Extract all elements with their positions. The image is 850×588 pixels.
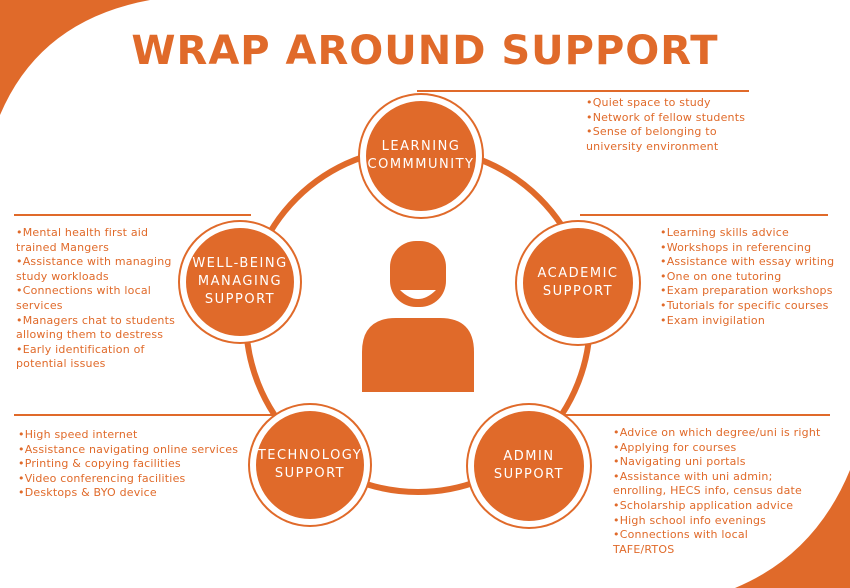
node-label: SUPPORT (542, 284, 614, 299)
list-item: •Video conferencing facilities (18, 471, 186, 485)
node-label: SUPPORT (274, 466, 346, 481)
list-academic-support: •Learning skills advice •Workshops in re… (660, 226, 834, 328)
list-item: •Connections with local (613, 528, 749, 542)
node-academic-support: ACADEMIC SUPPORT (517, 222, 639, 344)
list-item: •Desktops & BYO device (18, 486, 157, 500)
list-item: •Exam preparation workshops (660, 284, 833, 298)
list-wellbeing-support: •Mental health first aid trained Mangers… (16, 226, 175, 372)
list-admin-support: •Advice on which degree/uni is right •Ap… (613, 426, 821, 557)
node-label: ACADEMIC (537, 266, 619, 281)
list-item: •One on one tutoring (660, 269, 782, 283)
list-item: •High speed internet (18, 428, 138, 441)
list-item: TAFE/RTOS (613, 542, 675, 556)
list-item: •Tutorials for specific courses (660, 298, 829, 312)
list-learning-community: •Quiet space to study •Network of fellow… (586, 96, 745, 154)
node-label: SUPPORT (493, 467, 565, 482)
list-item: •Mental health first aid (16, 226, 149, 239)
divider-academic (580, 214, 828, 216)
divider-learning (417, 90, 749, 92)
list-item: •Managers chat to students (16, 313, 176, 327)
divider-wellbeing (14, 214, 251, 216)
list-item: •Applying for courses (613, 440, 737, 454)
list-item: •Assistance with managing (16, 255, 172, 269)
list-item: •Navigating uni portals (613, 455, 746, 469)
list-item: •Learning skills advice (660, 226, 789, 239)
node-admin-support: ADMIN SUPPORT (468, 405, 590, 527)
node-label: MANAGING (197, 274, 283, 289)
list-item: services (16, 298, 63, 312)
page-title: WRAP AROUND SUPPORT (131, 28, 719, 74)
node-label: LEARNING (381, 139, 461, 154)
person-icon (362, 241, 474, 392)
list-technology-support: •High speed internet •Assistance navigat… (18, 428, 238, 501)
node-label: COMMMUNITY (367, 157, 475, 172)
list-item: •High school info evenings (613, 513, 767, 527)
list-item: •Advice on which degree/uni is right (613, 426, 821, 439)
list-item: •Sense of belonging to (586, 125, 717, 139)
node-technology-support: TECHNOLOGY SUPPORT (250, 405, 370, 525)
list-item: allowing them to destress (16, 328, 164, 342)
list-item: •Early identification of (16, 342, 145, 356)
list-item: •Printing & copying facilities (18, 457, 181, 471)
corner-swoosh-bottom-right (735, 470, 850, 588)
list-item: •Assistance navigating online services (18, 442, 239, 456)
list-item: •Assistance with essay writing (660, 255, 835, 269)
list-item: •Network of fellow students (586, 110, 746, 124)
node-learning-community: LEARNING COMMMUNITY (360, 95, 482, 217)
node-label: SUPPORT (204, 292, 276, 307)
list-item: •Connections with local (16, 284, 152, 298)
divider-technology (14, 414, 304, 416)
node-label: ADMIN (503, 449, 555, 464)
list-item: •Assistance with uni admin; (613, 469, 773, 483)
list-item: enrolling, HECS info, census date (613, 484, 802, 498)
list-item: university environment (586, 139, 719, 153)
list-item: •Scholarship application advice (613, 498, 794, 512)
list-item: trained Mangers (16, 240, 110, 254)
divider-admin (520, 414, 830, 416)
list-item: •Quiet space to study (586, 96, 711, 109)
list-item: •Exam invigilation (660, 313, 766, 327)
corner-swoosh-top-left (0, 0, 150, 115)
node-label: TECHNOLOGY (257, 448, 363, 463)
node-label: WELL-BEING (192, 256, 288, 271)
list-item: •Workshops in referencing (660, 240, 812, 254)
list-item: study workloads (16, 269, 109, 283)
node-wellbeing-support: WELL-BEING MANAGING SUPPORT (180, 222, 300, 342)
list-item: potential issues (16, 357, 106, 371)
